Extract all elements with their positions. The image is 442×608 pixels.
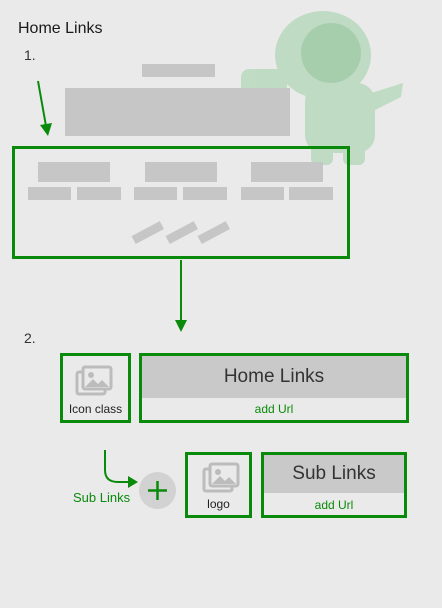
sub-links-add-url[interactable]: add Url: [314, 498, 354, 512]
wireframe-link-heading: [251, 162, 323, 182]
icon-class-label: Icon class: [68, 402, 123, 416]
wireframe-sublink: [77, 187, 121, 200]
home-links-add-url[interactable]: add Url: [254, 402, 294, 416]
wireframe-sublink: [134, 187, 177, 200]
home-links-box: Home Links add Url: [139, 353, 409, 423]
step-2-label: 2.: [24, 330, 36, 346]
wireframe-banner: [65, 88, 290, 136]
wireframe-logo-bar: [142, 64, 215, 77]
add-sub-link-button[interactable]: [139, 472, 176, 509]
home-links-wireframe-box: [12, 146, 350, 259]
sub-links-label: Sub Links: [73, 490, 131, 505]
wireframe-sublink: [28, 187, 71, 200]
arrow-to-links-box: [37, 80, 52, 136]
diagram-title: Home Links: [18, 20, 103, 37]
plus-icon: [148, 481, 167, 500]
wireframe-slanted-bars: [131, 221, 231, 245]
wireframe-sublink: [241, 187, 284, 200]
sub-links-heading: Sub Links: [264, 455, 404, 493]
arrow-to-step-2: [175, 260, 187, 332]
step-1-label: 1.: [24, 47, 36, 63]
sub-links-arrow: [104, 450, 138, 488]
image-placeholder-icon: [202, 462, 240, 493]
wireframe-sublink: [183, 187, 227, 200]
wireframe-link-heading: [38, 162, 110, 182]
home-links-heading: Home Links: [142, 356, 406, 398]
wireframe-sublink: [289, 187, 333, 200]
sub-links-box: Sub Links add Url: [261, 452, 407, 518]
image-placeholder-icon: [75, 365, 113, 396]
astronaut-illustration: [241, 11, 403, 165]
wireframe-link-heading: [145, 162, 217, 182]
logo-label: logo: [207, 497, 230, 511]
icon-class-box: Icon class: [60, 353, 131, 423]
logo-box: logo: [185, 452, 252, 518]
